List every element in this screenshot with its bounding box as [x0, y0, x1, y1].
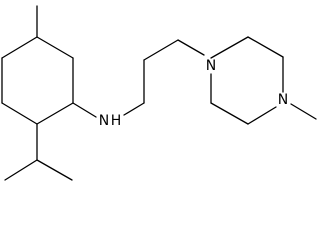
isopropyl-bond — [4, 159, 38, 181]
piperazine-ring — [210, 36, 284, 125]
amine-nitrogen-label: N — [99, 113, 109, 129]
ring-bond — [210, 36, 249, 59]
chain-bond — [177, 39, 205, 56]
chain-bond — [123, 102, 145, 116]
chemical-structure: N H N N — [1, 5, 317, 181]
ring-bond — [1, 36, 38, 59]
piperazine-nitrogen-1-label: N — [206, 58, 216, 74]
ring-bond — [36, 102, 74, 125]
ring-bond — [210, 102, 249, 125]
amine-hydrogen-label: H — [111, 113, 122, 129]
isopropyl-group — [4, 123, 73, 181]
ring-bond — [247, 106, 277, 125]
chain-bond — [143, 39, 179, 61]
ring-bond — [36, 36, 74, 59]
cyclohexane-ring — [1, 36, 74, 125]
ring-bond — [1, 102, 38, 125]
ring-bond — [247, 36, 284, 58]
piperazine-nitrogen-4-label: N — [278, 92, 288, 108]
n-methyl-bond — [290, 103, 317, 120]
propyl-chain — [123, 39, 205, 116]
isopropyl-bond — [36, 159, 73, 181]
ring-amine-bond — [72, 102, 97, 118]
